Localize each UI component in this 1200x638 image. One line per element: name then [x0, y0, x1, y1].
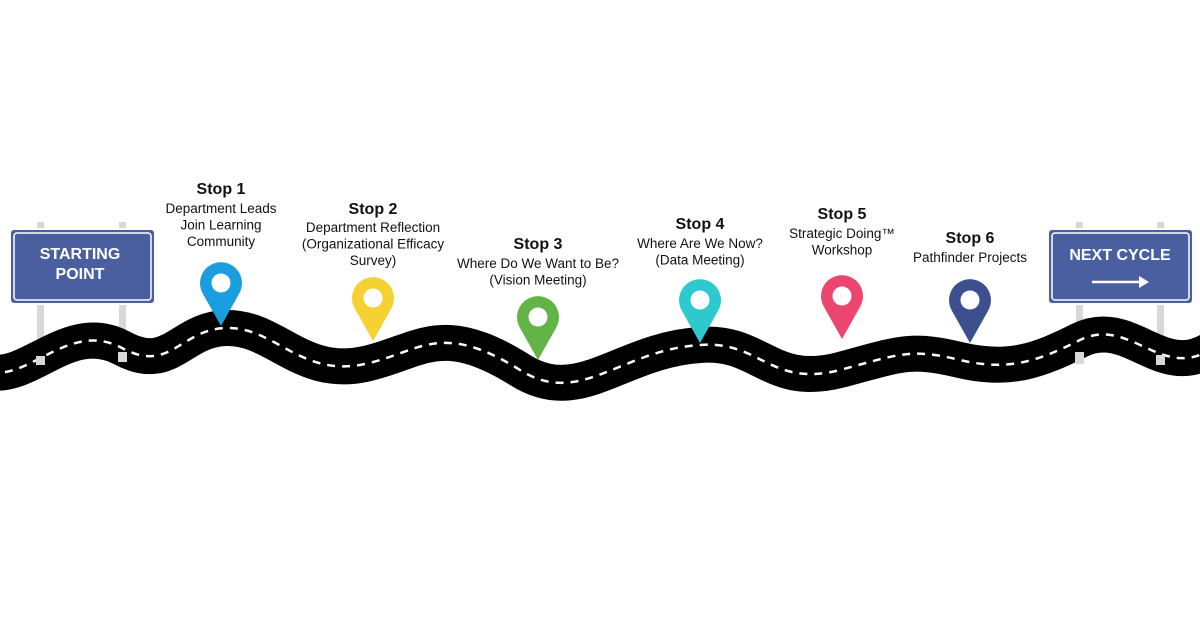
- stop-title: Stop 3: [514, 236, 563, 253]
- stop-description-line: Survey): [350, 253, 397, 268]
- post-foot: [36, 356, 45, 365]
- stop-description-line: (Data Meeting): [655, 253, 744, 268]
- stop-title: Stop 6: [946, 230, 995, 247]
- stop-3: Stop 3 Where Do We Want to Be? (Vision Mee…: [457, 236, 619, 360]
- stop-description-line: (Organizational Efficacy: [302, 237, 445, 252]
- map-pin-icon: [200, 262, 242, 326]
- starting-sign-inner-border: [13, 232, 152, 301]
- right-arrow-icon: [1092, 276, 1149, 288]
- next-cycle-sign-board: [1047, 228, 1194, 305]
- stop-title: Stop 2: [349, 201, 398, 218]
- road-center-dashes: [0, 326, 1200, 384]
- post-feet: [36, 352, 1165, 365]
- stop-description-line: Where Are We Now?: [637, 236, 763, 251]
- stop-title: Stop 1: [197, 181, 246, 198]
- stop-description-line: Strategic Doing™: [789, 226, 895, 241]
- road: [0, 310, 1200, 401]
- stop-4: Stop 4 Where Are We Now? (Data Meeting): [637, 216, 763, 343]
- stop-description-line: Workshop: [812, 243, 873, 258]
- starting-sign-board: [9, 228, 156, 305]
- stop-title: Stop 4: [676, 216, 725, 233]
- post-foot: [1156, 355, 1165, 365]
- stop-title: Stop 5: [818, 206, 867, 223]
- map-pin-icon: [949, 279, 992, 343]
- map-pin-icon: [517, 296, 559, 360]
- stop-description-line: Join Learning: [180, 218, 261, 233]
- stop-description-line: (Vision Meeting): [489, 273, 586, 288]
- post-foot: [118, 352, 127, 362]
- stop-description-line: Department Reflection: [306, 220, 440, 235]
- stop-5: Stop 5 Strategic Doing™ Workshop: [789, 206, 895, 339]
- stop-description-line: Pathfinder Projects: [913, 250, 1027, 265]
- starting-sign-line1: STARTING: [40, 246, 121, 263]
- next-cycle-sign-label: NEXT CYCLE: [1069, 247, 1171, 264]
- starting-sign-line2: POINT: [56, 266, 105, 283]
- next-cycle-sign-inner-border: [1051, 232, 1190, 301]
- stop-6: Stop 6 Pathfinder Projects: [913, 230, 1027, 343]
- stop-description-line: Where Do We Want to Be?: [457, 256, 619, 271]
- map-pin-icon: [352, 277, 394, 341]
- post-foot: [1075, 352, 1084, 363]
- next-cycle-sign: NEXT CYCLE: [1047, 228, 1194, 305]
- map-pin-icon: [821, 275, 864, 339]
- starting-point-sign: STARTING POINT: [9, 228, 156, 305]
- map-pin-icon: [679, 279, 722, 343]
- stop-description-line: Community: [187, 234, 256, 249]
- stop-2: Stop 2 Department Reflection (Organization…: [302, 201, 445, 341]
- stop-description-line: Department Leads: [165, 201, 276, 216]
